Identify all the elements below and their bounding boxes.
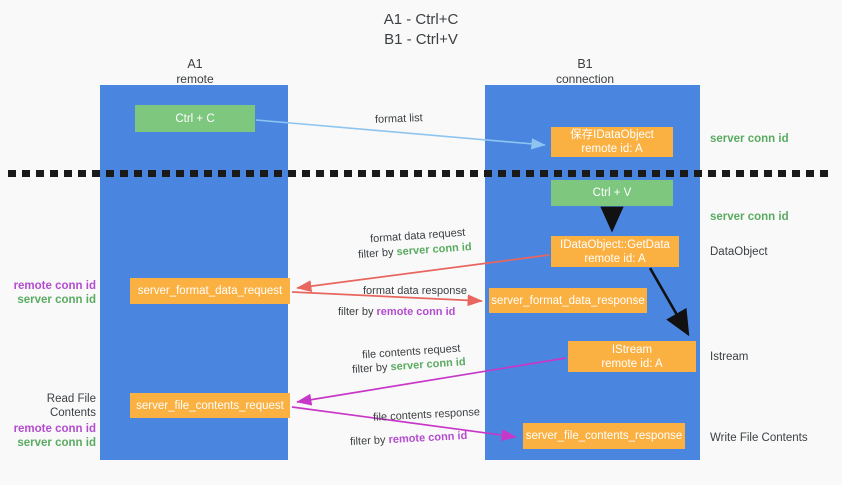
edge-label-format-list: format list [374, 112, 423, 126]
left-label-read-server-conn-id: server conn id [17, 437, 96, 449]
page-title: A1 - Ctrl+C B1 - Ctrl+V [0, 10, 842, 50]
left-label-read-remote-conn-id: remote conn id [13, 423, 96, 435]
left-label-format-remote-conn-id: remote conn id [13, 280, 96, 292]
node-idataobject-line1: 保存IDataObject [570, 129, 654, 141]
column-a1-sub: remote [176, 72, 214, 86]
node-istream-line1: IStream [611, 343, 653, 356]
side-label-dataobject: DataObject [710, 246, 768, 258]
node-getdata[interactable]: IDataObject::GetData remote id: A [551, 236, 679, 267]
side-label-server-conn-id-1: server conn id [710, 133, 789, 145]
node-getdata-line1: IDataObject::GetData [560, 238, 670, 251]
node-server-format-data-request[interactable]: server_format_data_request [130, 278, 290, 304]
dashed-separator [8, 170, 834, 177]
node-istream-line2: remote id: A [601, 357, 663, 370]
column-a1-name: A1 [187, 57, 203, 71]
left-label-read-file-contents-group: Read File Contents remote conn id server… [8, 392, 96, 450]
filter-prefix: filter by [349, 434, 389, 449]
side-label-istream: Istream [710, 351, 749, 363]
left-label-read-file-contents: Read File Contents [46, 393, 96, 419]
side-label-server-conn-id-2: server conn id [710, 211, 789, 223]
side-label-write-file-contents: Write File Contents [710, 432, 808, 444]
edge-label-format-data-response: format data response [363, 285, 467, 297]
node-server-file-contents-response[interactable]: server_file_contents_response [523, 423, 685, 449]
filter-value-server-conn-id: server conn id [396, 241, 472, 259]
node-server-format-data-response-label: server_format_data_response [491, 294, 645, 307]
node-ctrl-c-label: Ctrl + C [175, 112, 215, 125]
node-server-file-contents-request[interactable]: server_file_contents_request [130, 393, 290, 418]
filter-prefix: filter by [338, 306, 377, 318]
edge-label-format-data-response-filter: filter by remote conn id [338, 305, 455, 319]
node-idataobject-line2: remote id: A [581, 143, 643, 155]
column-caption-b1: B1 connection [525, 57, 645, 87]
node-getdata-line2: remote id: A [584, 252, 646, 265]
filter-value-server-conn-id: server conn id [390, 356, 466, 374]
node-server-file-contents-response-label: server_file_contents_response [525, 430, 683, 442]
node-istream[interactable]: IStream remote id: A [568, 341, 696, 372]
edge-label-file-contents-response: file contents response [372, 406, 481, 424]
node-idataobject[interactable]: 保存IDataObject remote id: A [551, 127, 673, 157]
column-b1-name: B1 [577, 57, 593, 71]
node-server-format-data-request-label: server_format_data_request [137, 285, 283, 297]
left-label-format-server-conn-id: server conn id [17, 294, 96, 306]
title-line-1: A1 - Ctrl+C [383, 11, 459, 28]
title-line-2: B1 - Ctrl+V [384, 31, 458, 48]
filter-value-remote-conn-id: remote conn id [388, 429, 468, 447]
node-server-file-contents-request-label: server_file_contents_request [136, 399, 284, 412]
node-server-format-data-response[interactable]: server_format_data_response [489, 288, 647, 313]
edge-label-file-contents-response-filter: filter by remote conn id [350, 429, 468, 449]
node-ctrl-c[interactable]: Ctrl + C [135, 105, 255, 132]
node-ctrl-v-label: Ctrl + V [592, 187, 632, 199]
column-caption-a1: A1 remote [135, 57, 255, 87]
filter-prefix: filter by [351, 361, 391, 376]
filter-value-remote-conn-id: remote conn id [376, 306, 456, 318]
column-b1-sub: connection [555, 72, 615, 86]
left-label-format-conn-ids: remote conn id server conn id [10, 279, 96, 307]
filter-prefix: filter by [357, 246, 397, 261]
node-ctrl-v[interactable]: Ctrl + V [551, 180, 673, 206]
